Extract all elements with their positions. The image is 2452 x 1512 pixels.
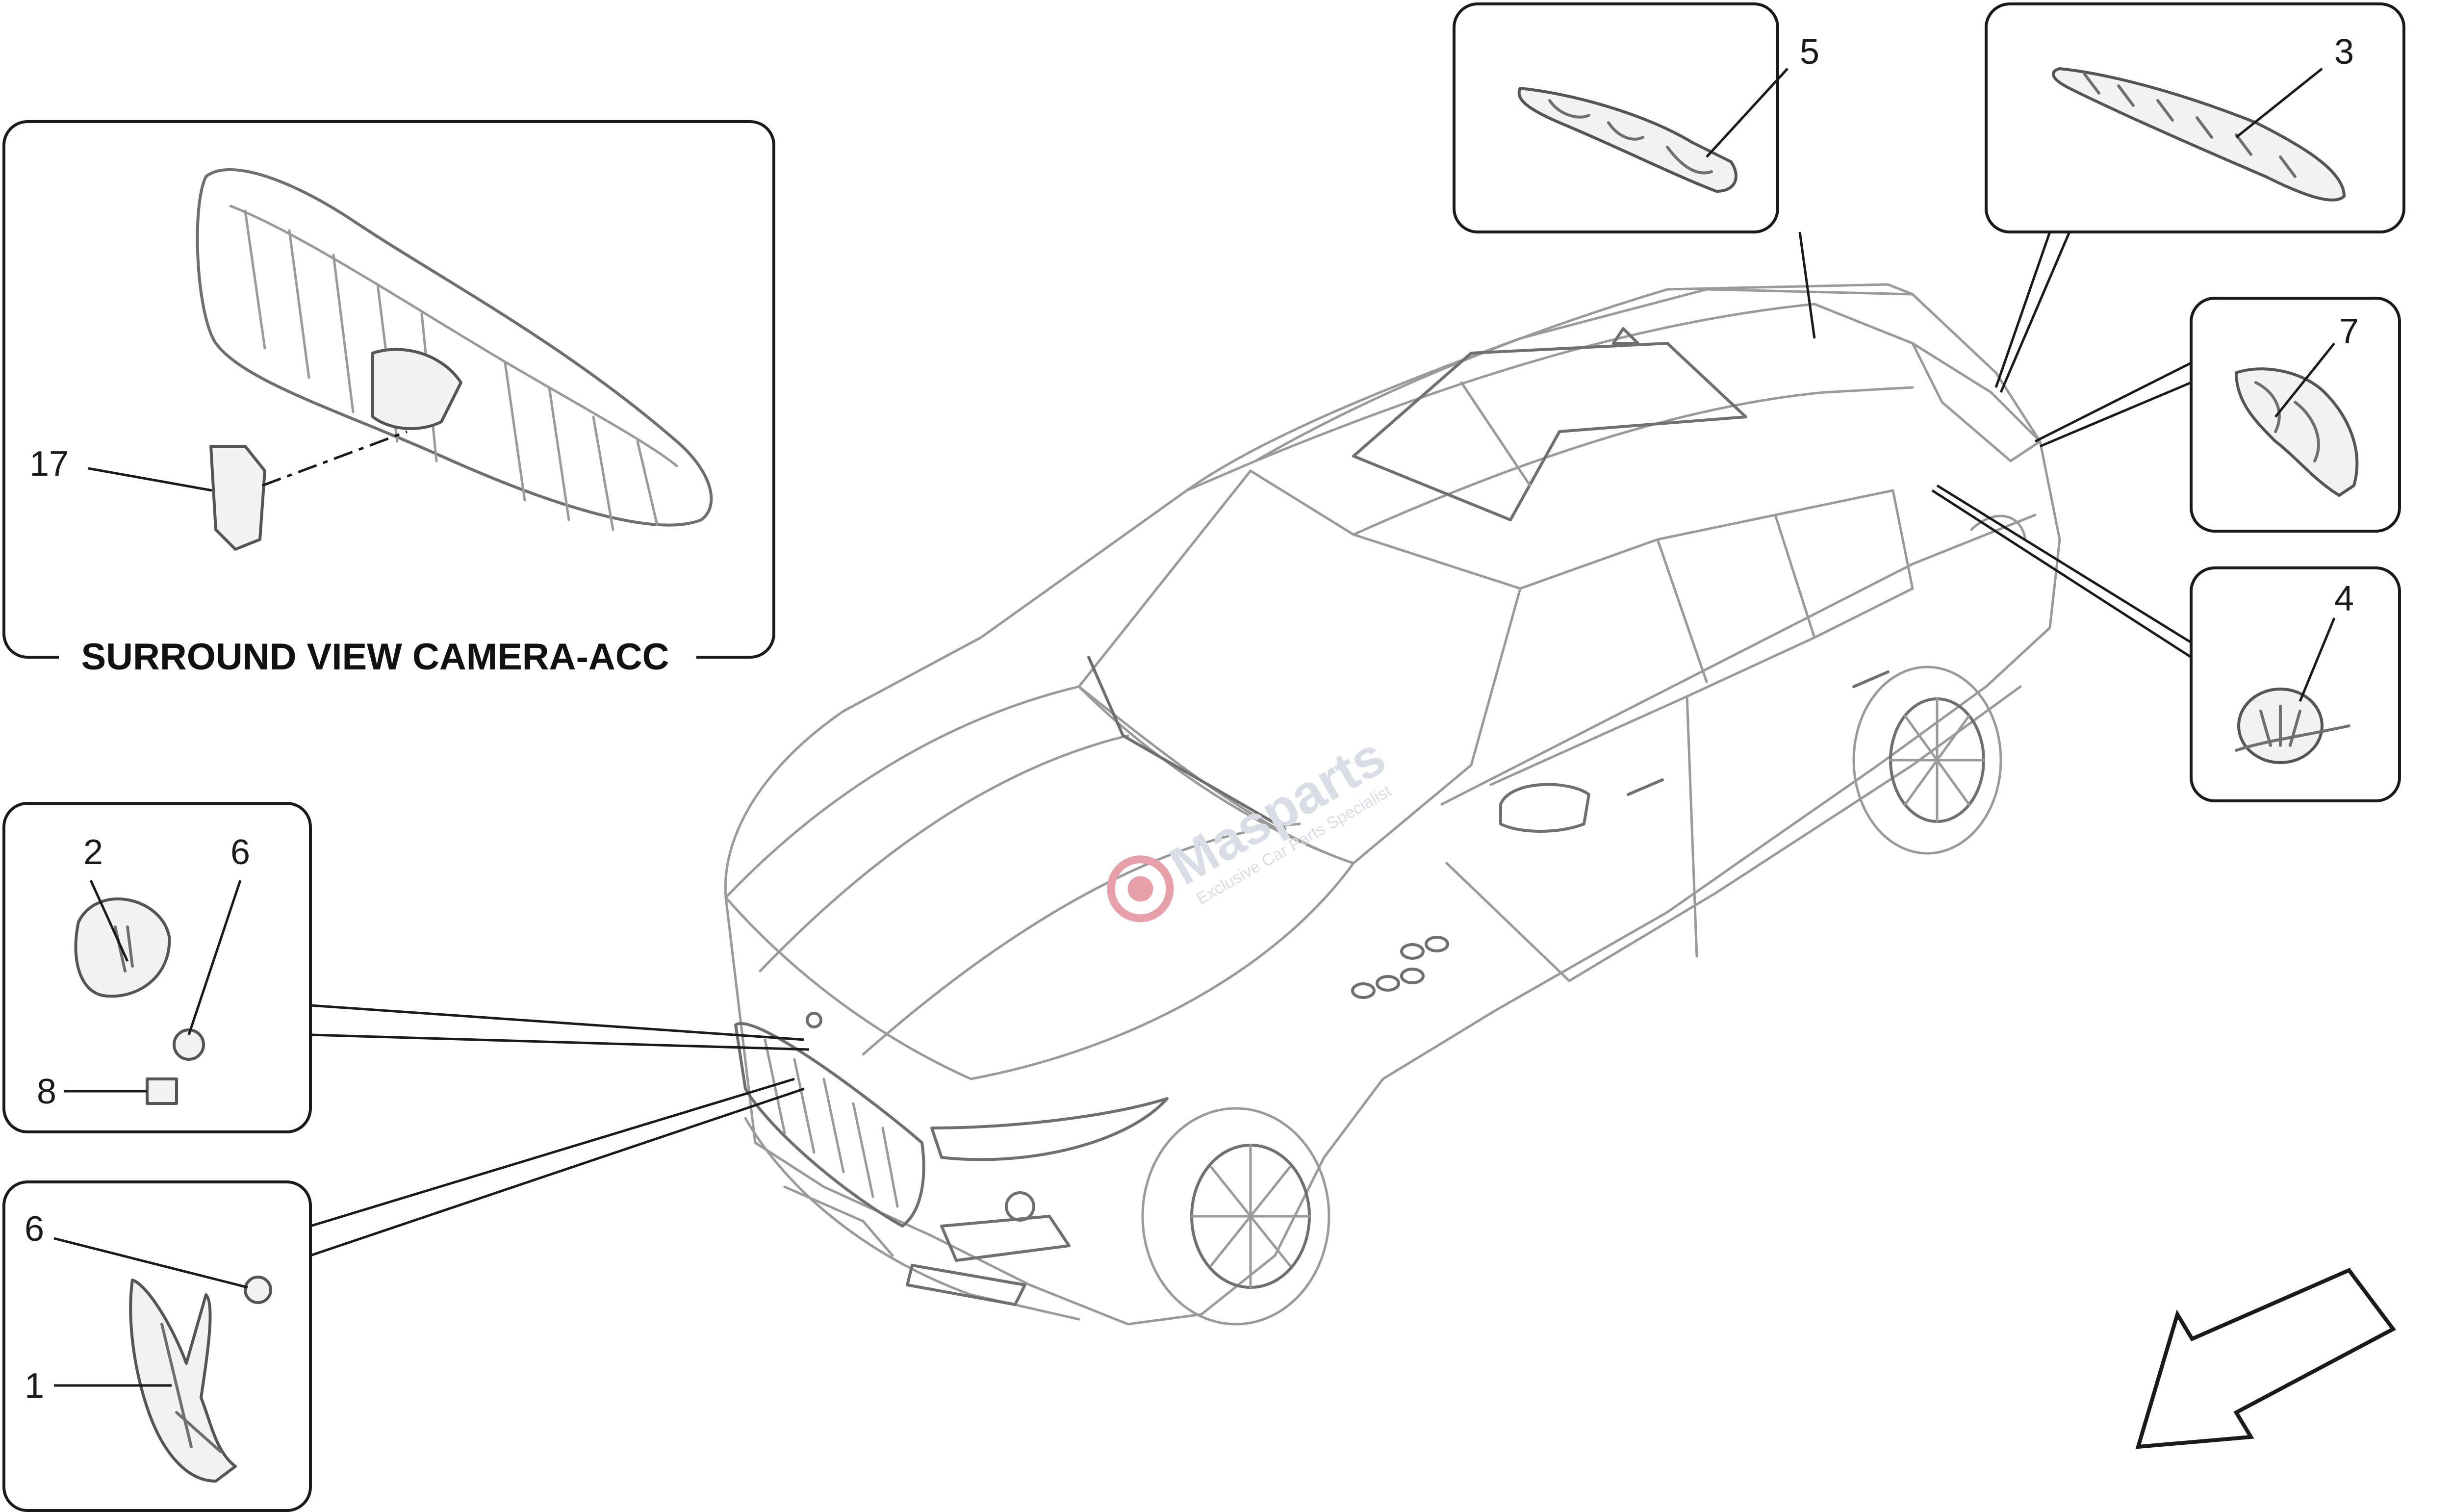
callout-8: 8: [37, 1072, 56, 1111]
panel-leader-lines: [310, 231, 2192, 1257]
trident-part-1: [129, 1279, 237, 1483]
callout-6-lower: 6: [25, 1209, 44, 1249]
camera-bracket-part-17: [209, 445, 266, 551]
panel-brand-script: 3: [1985, 2, 2405, 233]
panel-pillar-badge: 4: [2190, 566, 2401, 802]
callout-7: 7: [2339, 312, 2359, 351]
clip-part-8: [146, 1077, 178, 1105]
panel-surround-view-camera: SURROUND VIEW CAMERA-ACC 17: [2, 120, 775, 678]
orientation-arrow-icon: [2135, 1268, 2397, 1449]
brand-script-part-3: [2051, 67, 2346, 202]
model-script-part-5: [1517, 87, 1737, 193]
panel-front-badge: 2 6 8: [2, 802, 312, 1133]
nut-part-6-lower: [244, 1276, 272, 1304]
callout-1: 1: [25, 1366, 44, 1406]
callout-17: 17: [29, 444, 69, 484]
trim-badge-part-7: [2235, 367, 2359, 497]
callout-5: 5: [1800, 32, 1819, 72]
callout-2: 2: [83, 833, 103, 872]
callout-4: 4: [2334, 579, 2354, 618]
watermark-logo-icon: [1107, 855, 1174, 923]
panel-caption: SURROUND VIEW CAMERA-ACC: [81, 636, 669, 678]
watermark: Masparts Exclusive Car Parts Specialist: [1107, 726, 1395, 923]
panel-trim-badge: 7: [2190, 297, 2401, 533]
callout-6-upper: 6: [230, 833, 250, 872]
grille-frame-drawing: [196, 168, 713, 531]
callout-3: 3: [2334, 32, 2354, 72]
panel-model-script: 5: [1453, 2, 1819, 233]
nut-part-6: [173, 1028, 205, 1061]
panel-grille-trident: 6 1: [2, 1180, 312, 1512]
vehicle-drawing: [724, 283, 2061, 1326]
